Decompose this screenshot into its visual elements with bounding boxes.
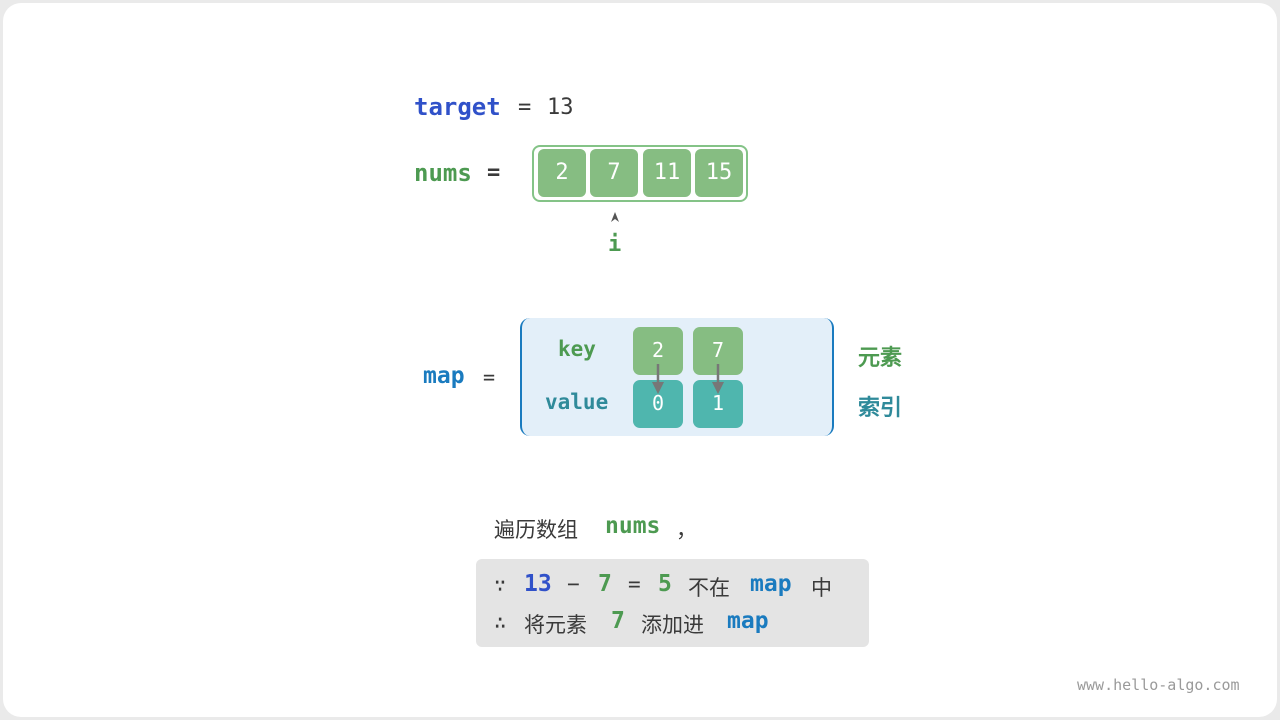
line2-text2: 添加进: [641, 613, 704, 637]
legend-index: 索引: [858, 396, 903, 421]
line2-text1: 将元素: [524, 613, 587, 637]
target-eq: =: [518, 95, 532, 120]
watermark: www.hello-algo.com: [1077, 676, 1240, 694]
nums-cell: 7: [590, 149, 638, 197]
key-row-label: key: [558, 337, 596, 361]
step-comma: ，: [676, 518, 697, 542]
line1-result: 5: [658, 571, 672, 597]
legend-element: 元素: [858, 346, 903, 371]
pointer-arrow-icon: [611, 212, 619, 222]
line2-map: map: [727, 608, 769, 634]
line1-element: 7: [598, 571, 612, 597]
value-row-label: value: [545, 390, 609, 414]
nums-array-frame: [532, 145, 748, 202]
line1-map: map: [750, 571, 792, 597]
nums-label: nums: [414, 159, 472, 187]
target-label: target: [414, 93, 501, 121]
line1-tail: 中: [811, 576, 832, 600]
map-eq: =: [483, 365, 496, 389]
map-label: map: [423, 363, 465, 389]
key-to-value-arrow-icon: [652, 364, 664, 394]
pointer-label: i: [608, 232, 622, 257]
nums-cell: 2: [538, 149, 586, 197]
target-value: 13: [547, 95, 574, 120]
key-to-value-arrow-icon: [712, 364, 724, 394]
line1-eq: =: [628, 572, 641, 596]
line1-text: 不在: [688, 576, 730, 600]
line1-minus: −: [567, 572, 580, 596]
map-value-cell: 0: [633, 380, 683, 428]
line2-element: 7: [611, 608, 625, 634]
because-symbol: ∵: [494, 573, 507, 597]
line1-target: 13: [524, 571, 552, 597]
explanation-box: [476, 559, 869, 647]
step-caption: 遍历数组: [494, 518, 578, 542]
step-nums: nums: [605, 513, 661, 539]
therefore-symbol: ∴: [494, 610, 507, 634]
nums-eq: =: [487, 160, 501, 185]
nums-cell: 11: [643, 149, 691, 197]
nums-cell: 15: [695, 149, 743, 197]
